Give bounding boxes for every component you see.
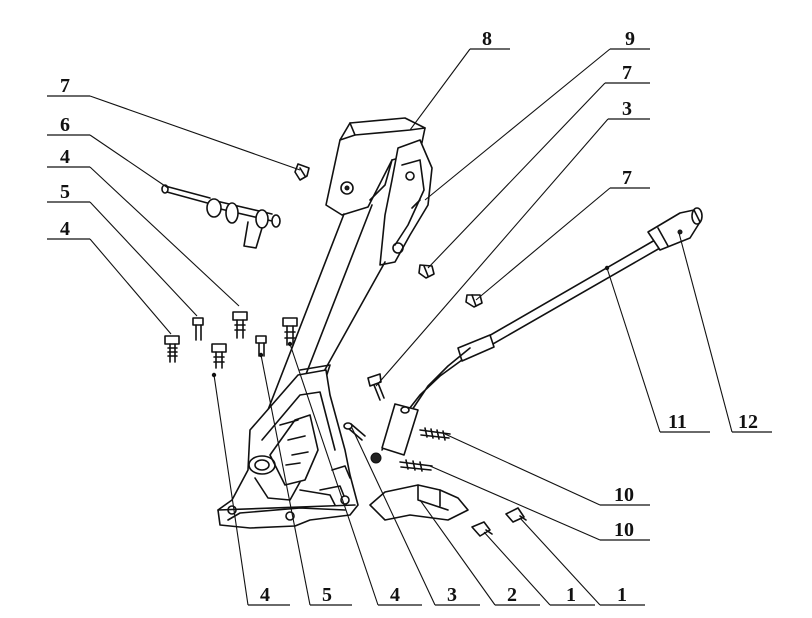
part-7-nut-upper [294, 163, 310, 181]
callout-4-lower-left: 4 [60, 218, 70, 240]
callout-2: 2 [507, 584, 517, 606]
part-10-stud-upper [419, 427, 451, 441]
part-11-gear-lever [370, 239, 661, 464]
callout-12: 12 [738, 411, 758, 433]
callout-7-top-left: 7 [60, 75, 70, 97]
part-2-bracket-plate [369, 484, 469, 521]
callout-9: 9 [625, 28, 635, 50]
part-6-shaft-assembly [161, 184, 281, 249]
callout-4-upper-left: 4 [60, 146, 70, 168]
callout-11: 11 [668, 411, 687, 433]
part-5-bolt-center [255, 335, 267, 357]
callout-4-bottom-left: 4 [260, 584, 270, 606]
part-8-upper-bracket [325, 117, 426, 216]
part-3-screw-upper [367, 373, 385, 401]
part-10-stud-lower [399, 459, 433, 472]
part-9-side-plate [379, 139, 433, 266]
callout-3-bottom: 3 [447, 584, 457, 606]
callout-labels: 8 9 7 7 3 7 6 4 5 4 11 12 10 10 4 5 4 3 … [60, 28, 758, 606]
part-3-screw-lower [343, 422, 366, 441]
callout-10-lower: 10 [614, 519, 634, 541]
part-5-bolt-left [192, 317, 204, 341]
callout-6: 6 [60, 114, 70, 136]
callout-7-middle-right: 7 [622, 167, 632, 189]
part-4-bolt-center-right [282, 317, 298, 346]
part-4-bolt-center-left [211, 343, 227, 369]
callout-5-bottom: 5 [322, 584, 332, 606]
callout-3-upper-right: 3 [622, 98, 632, 120]
part-12-knob [647, 207, 703, 251]
part-4-bolt-upper-left [232, 311, 248, 339]
callout-8: 8 [482, 28, 492, 50]
callout-10-upper: 10 [614, 484, 634, 506]
part-1-bolt-left [471, 521, 493, 537]
leader-lines [47, 48, 772, 606]
callout-1-right: 1 [617, 584, 627, 606]
main-housing-base [217, 369, 359, 529]
part-7-nut-middle [418, 264, 435, 279]
callout-4-bottom-right: 4 [390, 584, 400, 606]
callout-7-upper-right: 7 [622, 62, 632, 84]
part-1-bolt-right [505, 507, 527, 523]
part-4-bolt-far-left [164, 335, 180, 363]
callout-5-left: 5 [60, 181, 70, 203]
callout-1-left: 1 [566, 584, 576, 606]
